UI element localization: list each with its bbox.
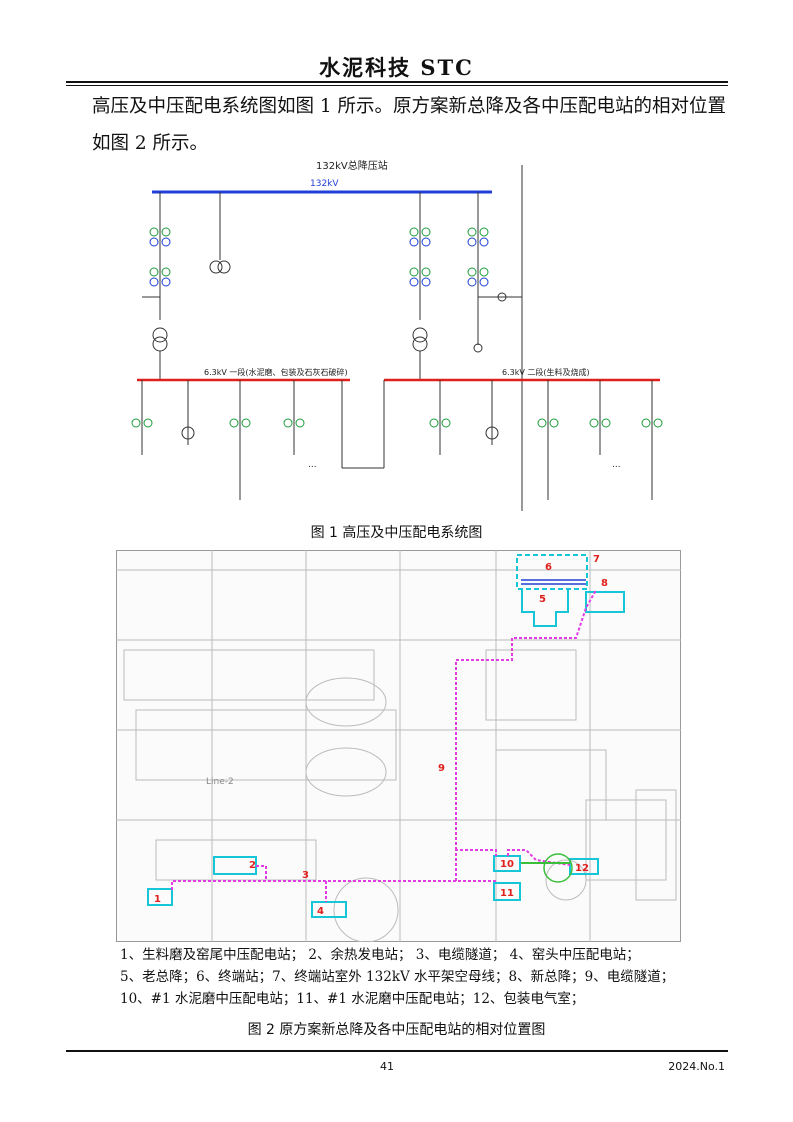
ellipsis-right: ... bbox=[612, 460, 621, 470]
hv-feeder-left bbox=[142, 192, 168, 380]
marker-10: 10 bbox=[500, 859, 514, 870]
cable-tunnels bbox=[171, 589, 597, 902]
page-number: 41 bbox=[380, 1060, 394, 1073]
line-2-label: Line-2 bbox=[206, 777, 234, 787]
legend-line: 10、#1 水泥磨中压配电站；11、#1 水泥磨中压配电站；12、包装电气室； bbox=[120, 991, 585, 1007]
ct-cluster-right bbox=[409, 227, 489, 287]
marker-6: 6 bbox=[545, 562, 552, 573]
issue-label: 2024.No.1 bbox=[668, 1060, 725, 1073]
plan-background bbox=[116, 550, 681, 942]
packing-plant bbox=[543, 853, 573, 883]
mv-ct-clusters bbox=[131, 418, 663, 428]
station-boxes bbox=[147, 554, 625, 918]
figure2-siteplan: Line-2 1 2 3 4 5 6 7 8 9 10 11 bbox=[116, 550, 681, 942]
marker-4: 4 bbox=[317, 906, 324, 917]
marker-9: 9 bbox=[438, 763, 445, 774]
station-label: 132kV总降压站 bbox=[316, 159, 388, 172]
ellipsis-left: ... bbox=[308, 460, 317, 470]
figure2-caption: 图 2 原方案新总降及各中压配电站的相对位置图 bbox=[247, 1022, 546, 1038]
terminal-lines bbox=[521, 579, 586, 585]
mv-bus-right-label: 6.3kV 二段(生料及烧成) bbox=[502, 367, 590, 377]
header-rule-thin bbox=[66, 85, 728, 86]
body-paragraph: 高压及中压配电系统图如图 1 所示。原方案新总降及各中压配电站的相对位置如图 2… bbox=[92, 96, 727, 154]
hv-bus-label: 132kV bbox=[310, 179, 339, 189]
mv-bus-left-label: 6.3kV 一段(水泥磨、包装及石灰石破碎) bbox=[204, 367, 348, 377]
ct-cluster-left bbox=[149, 227, 171, 287]
figure2-legend: 1、生料磨及窑尾中压配电站； 2、余热发电站； 3、电缆隧道； 4、窑头中压配电… bbox=[120, 944, 720, 1010]
marker-1: 1 bbox=[154, 894, 161, 905]
marker-2: 2 bbox=[249, 860, 256, 871]
plan-frame bbox=[116, 550, 681, 942]
marker-7: 7 bbox=[593, 554, 600, 565]
marker-5: 5 bbox=[539, 594, 546, 605]
marker-12: 12 bbox=[575, 863, 589, 874]
mv-feeders bbox=[141, 380, 653, 500]
journal-header: 水泥科技 STC bbox=[319, 55, 474, 80]
legend-line: 5、老总降；6、终端站；7、终端站室外 132kV 水平架空母线；8、新总降；9… bbox=[120, 969, 675, 985]
legend-line: 1、生料磨及窑尾中压配电站； 2、余热发电站； 3、电缆隧道； 4、窑头中压配电… bbox=[120, 947, 640, 963]
marker-8: 8 bbox=[601, 578, 608, 589]
marker-3: 3 bbox=[302, 870, 309, 881]
aux-transformer bbox=[209, 192, 231, 274]
figure1-diagram: 132kV总降压站 132kV bbox=[131, 159, 663, 511]
marker-11: 11 bbox=[500, 888, 514, 899]
figure1-caption: 图 1 高压及中压配电系统图 bbox=[310, 525, 483, 541]
hv-feeder-right bbox=[412, 192, 522, 380]
header-rule bbox=[66, 81, 728, 83]
markers: 1 2 3 4 5 6 7 8 9 10 11 12 bbox=[154, 554, 608, 917]
footer-rule bbox=[66, 1050, 728, 1052]
